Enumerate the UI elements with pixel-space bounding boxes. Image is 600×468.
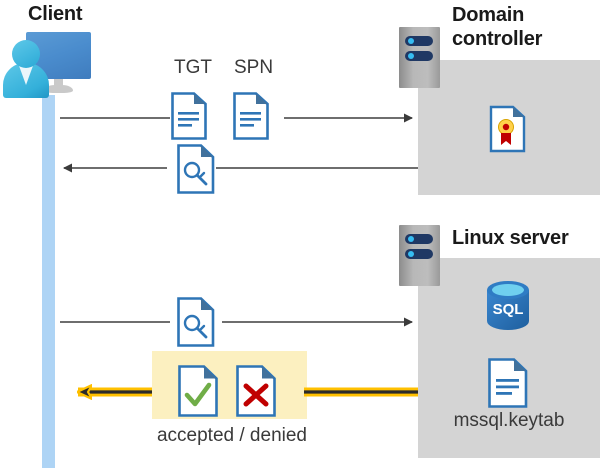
person-head-icon — [12, 40, 40, 68]
spn-document-icon — [232, 91, 270, 141]
server-slot-icon — [405, 36, 433, 46]
client-lifeline — [42, 95, 55, 468]
result-caption: accepted / denied — [156, 425, 307, 446]
linux-server-icon — [399, 225, 440, 286]
tgt-document-icon — [170, 91, 208, 141]
request-document-key-icon — [176, 296, 216, 348]
linux-server-title: Linux server — [452, 227, 569, 249]
monitor-base-icon — [44, 85, 73, 93]
sql-icon-label: SQL — [493, 301, 524, 318]
tgt-label: TGT — [174, 57, 212, 78]
denied-document-x-icon — [235, 364, 277, 418]
sql-database-icon: SQL — [481, 279, 535, 333]
ticket-document-key-icon — [176, 143, 216, 195]
person-collar-icon — [18, 63, 34, 85]
accepted-document-check-icon — [177, 364, 219, 418]
monitor-neck-icon — [54, 79, 63, 89]
client-title: Client — [28, 3, 83, 25]
client-actor-icon — [0, 0, 110, 100]
domain-controller-server-icon — [399, 27, 440, 88]
domain-controller-title-line1: Domain — [452, 4, 525, 26]
spn-label: SPN — [234, 57, 274, 78]
server-slot-icon — [405, 51, 433, 61]
result-highlight-box — [152, 351, 307, 419]
domain-controller-title-line2: controller — [452, 28, 543, 50]
server-slot-icon — [405, 249, 433, 259]
keytab-document-icon — [487, 357, 529, 409]
certificate-document-icon — [489, 105, 526, 153]
keytab-filename-label: mssql.keytab — [453, 410, 565, 431]
domain-controller-title: Domain controller — [452, 3, 592, 51]
server-slot-icon — [405, 234, 433, 244]
